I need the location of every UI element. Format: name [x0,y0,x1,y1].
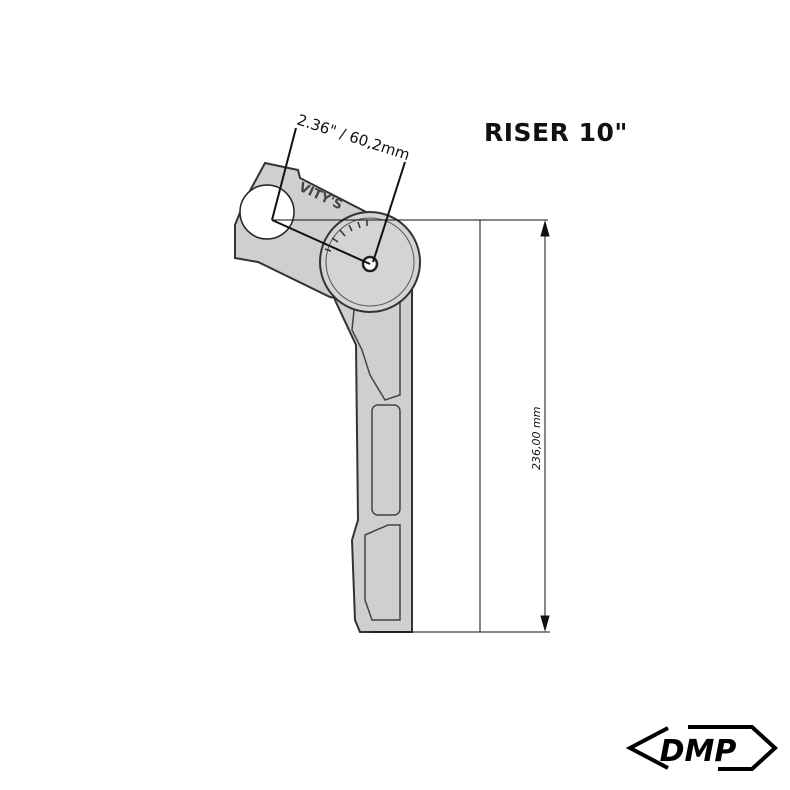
product-title: RISER 10" [484,118,628,147]
height-label: 236,00 mm [530,407,543,470]
height-dimension [370,220,550,633]
dmp-logo: DMP [625,725,778,771]
offset-dimension [271,127,548,265]
offset-label: 2.36" / 60,2mm [295,111,412,164]
bar-hole [239,184,295,240]
slot-middle [371,404,401,516]
slot-lower [364,524,401,621]
svg-text:DMP: DMP [660,734,737,769]
riser-leg [319,211,421,633]
